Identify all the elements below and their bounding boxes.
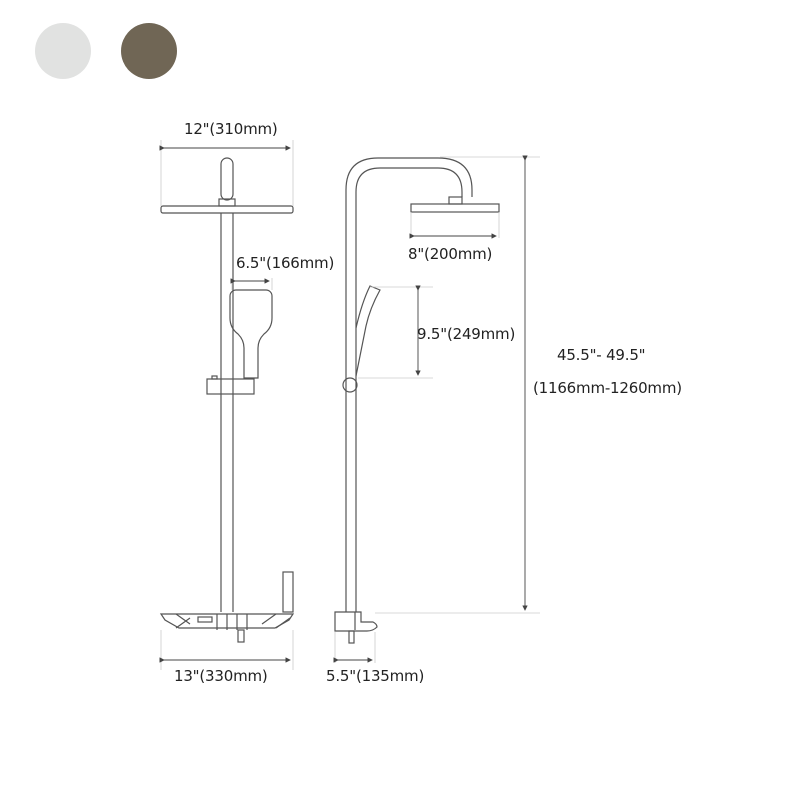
top-shower-width-label: 12"(310mm) (184, 120, 278, 138)
total-height-mm-label: (1166mm-1260mm) (533, 379, 682, 397)
white-color-swatch[interactable] (35, 23, 91, 79)
handheld-width-label: 6.5"(166mm) (236, 254, 335, 272)
brown-color-swatch[interactable] (121, 23, 177, 79)
shelf-width-label: 13"(330mm) (174, 667, 268, 685)
side-view (334, 157, 500, 644)
side-head-width-label: 8"(200mm) (408, 245, 493, 263)
spout-depth-label: 5.5"(135mm) (326, 667, 425, 685)
front-view (159, 157, 295, 643)
total-height-inches-label: 45.5"- 49.5" (557, 346, 646, 364)
handheld-height-label: 9.5"(249mm) (417, 325, 516, 343)
